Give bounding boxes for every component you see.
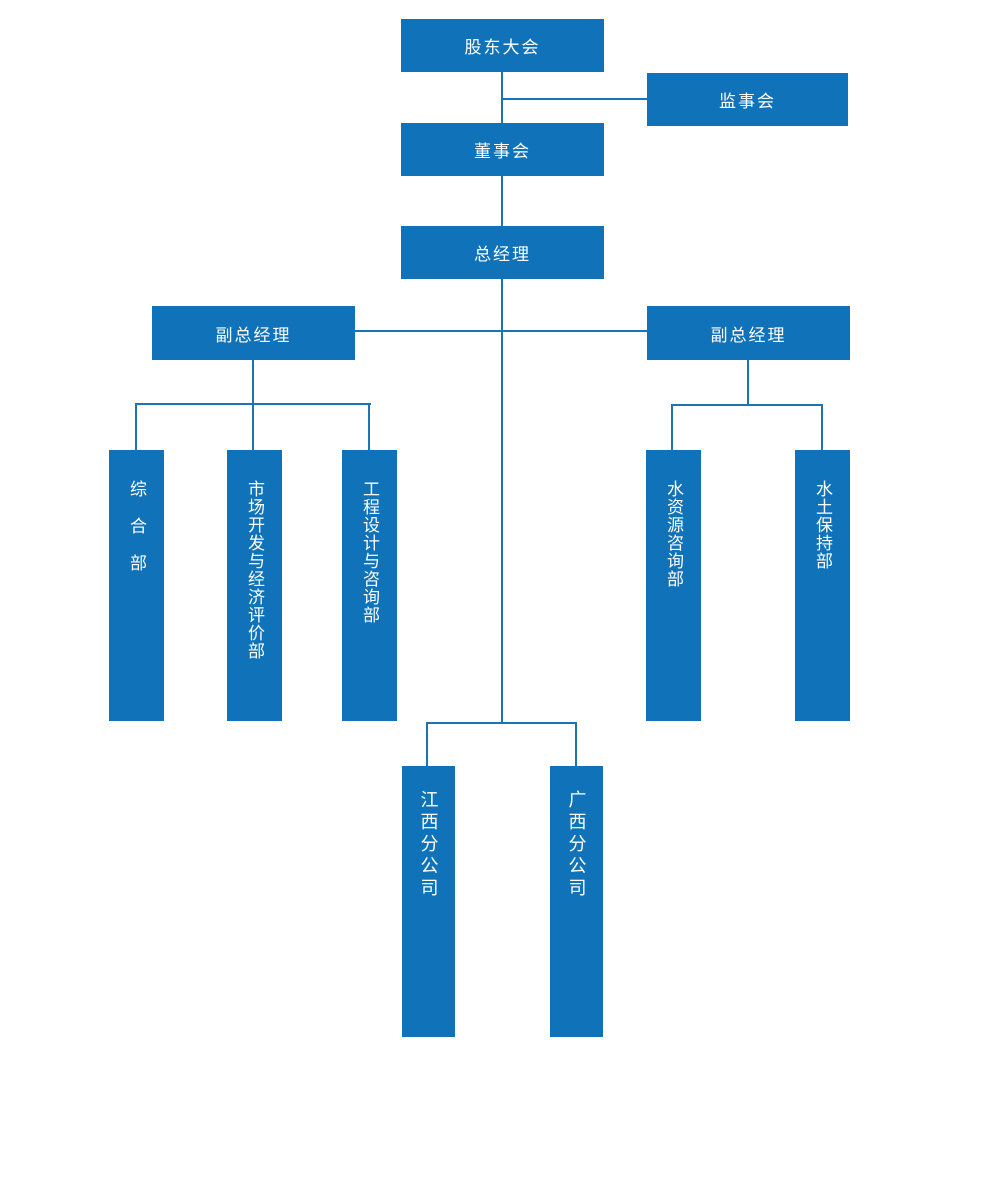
node-label: 广西分公司 (566, 790, 587, 900)
node-general-manager: 总经理 (401, 226, 604, 279)
connector-line (252, 403, 254, 450)
node-branch-jiangxi: 江西分公司 (402, 766, 455, 1037)
node-label: 江西分公司 (418, 790, 439, 900)
node-supervisory-board: 监事会 (647, 73, 848, 126)
node-branch-guangxi: 广西分公司 (550, 766, 603, 1037)
connector-line (671, 404, 673, 450)
connector-line (135, 403, 137, 450)
connector-line (355, 330, 647, 332)
node-shareholders-meeting: 股东大会 (401, 19, 604, 72)
node-deputy-general-manager-left: 副总经理 (152, 306, 355, 360)
connector-line (426, 722, 428, 766)
node-board-of-directors: 董事会 (401, 123, 604, 176)
connector-line (747, 360, 749, 405)
node-dept-engineering-design: 工程设计与咨询部 (342, 450, 397, 721)
connector-line (502, 98, 647, 100)
connector-line (501, 72, 503, 123)
connector-line (671, 404, 823, 406)
node-deputy-general-manager-right: 副总经理 (647, 306, 850, 360)
connector-line (368, 403, 370, 450)
connector-line (501, 279, 503, 724)
node-label: 工程设计与咨询部 (360, 480, 379, 624)
connector-line (821, 404, 823, 450)
node-label: 水资源咨询部 (664, 480, 683, 588)
node-label: 综合部 (127, 480, 146, 591)
node-dept-general-affairs: 综合部 (109, 450, 164, 721)
connector-line (252, 360, 254, 405)
connector-line (575, 722, 577, 766)
node-dept-water-resources: 水资源咨询部 (646, 450, 701, 721)
connector-line (501, 176, 503, 226)
node-dept-soil-conservation: 水土保持部 (795, 450, 850, 721)
node-label: 市场开发与经济评价部 (245, 480, 264, 660)
node-dept-market-development: 市场开发与经济评价部 (227, 450, 282, 721)
node-label: 水土保持部 (813, 480, 832, 570)
connector-line (426, 722, 577, 724)
